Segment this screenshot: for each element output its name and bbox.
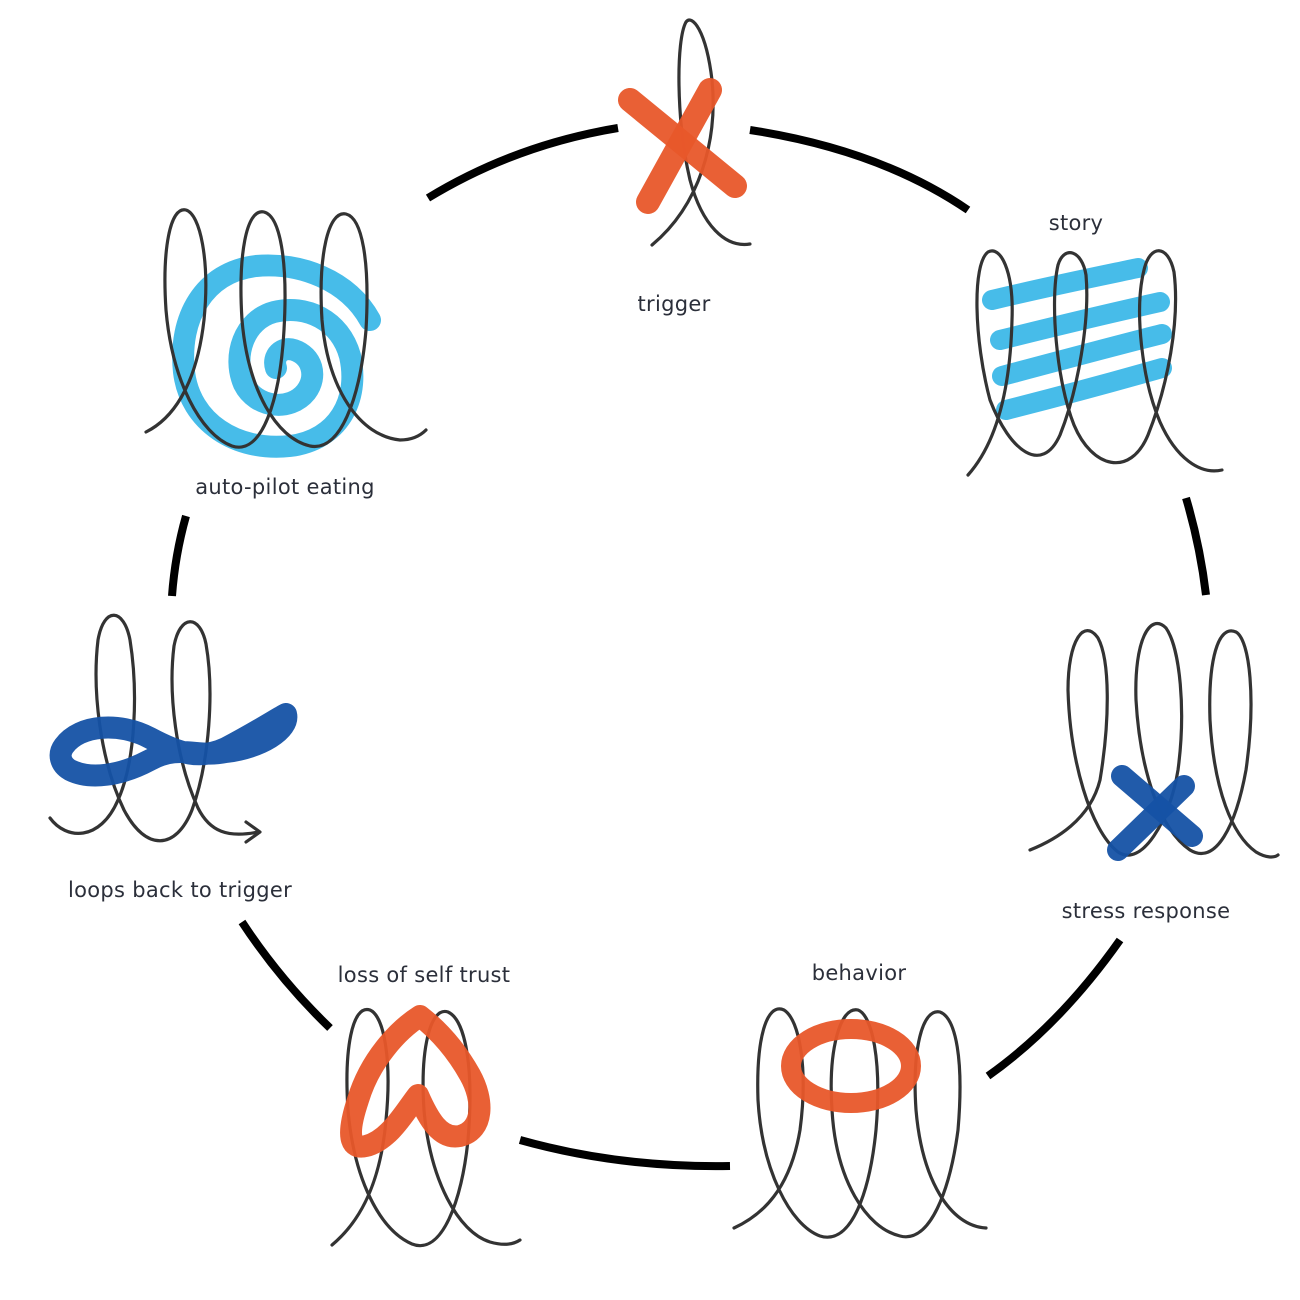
step-label-loss-of-self-trust: loss of self trust [337, 963, 511, 987]
ring-arc-autopilot-to-trigger [425, 124, 619, 202]
blue-stripe [992, 324, 1172, 386]
step-label-stress-response: stress response [1061, 899, 1231, 923]
ring-arc-story-to-stress [1182, 496, 1210, 596]
step-label-auto-pilot-eating: auto-pilot eating [195, 475, 375, 499]
loop-doodle-icon [1028, 622, 1280, 859]
loop-doodle-icon [144, 208, 428, 449]
ring-arc-stress-to-behavior [985, 937, 1124, 1080]
step-label-story: story [1048, 211, 1104, 235]
orange-heart-icon [340, 1005, 491, 1158]
blue-x-stroke [1107, 775, 1195, 861]
loop-doodle-icon [966, 249, 1224, 477]
step-label-trigger: trigger [637, 292, 711, 316]
ring-arc-loops-to-autopilot [168, 514, 190, 597]
spiral-icon [172, 254, 381, 458]
loops-back-to-trigger-node [48, 613, 298, 844]
arrowhead-icon [244, 820, 262, 844]
loop-doodle-icon [732, 1007, 988, 1239]
orange-oval-icon [781, 1019, 921, 1113]
stress-response-node [1028, 622, 1280, 861]
story-node [966, 249, 1224, 477]
step-label-behavior: behavior [811, 961, 907, 985]
step-label-loops-back-to-trigger: loops back to trigger [67, 878, 293, 902]
cycle-ring [168, 124, 1210, 1171]
loss-of-self-trust-node [330, 1005, 522, 1248]
infinity-icon [49, 703, 298, 787]
blue-stripes-icon [982, 258, 1172, 420]
orange-x-stroke [636, 78, 722, 214]
blue-x-icon [1107, 765, 1203, 861]
behavior-node [732, 1007, 988, 1239]
orange-x-icon [618, 78, 747, 214]
blue-stripe [982, 258, 1148, 310]
ring-arc-behavior-to-loss [518, 1136, 731, 1171]
ring-arc-loss-to-loops [238, 919, 333, 1031]
ring-arc-trigger-to-story [749, 126, 971, 214]
trigger-node [618, 18, 752, 247]
auto-pilot-eating-node [144, 208, 428, 458]
